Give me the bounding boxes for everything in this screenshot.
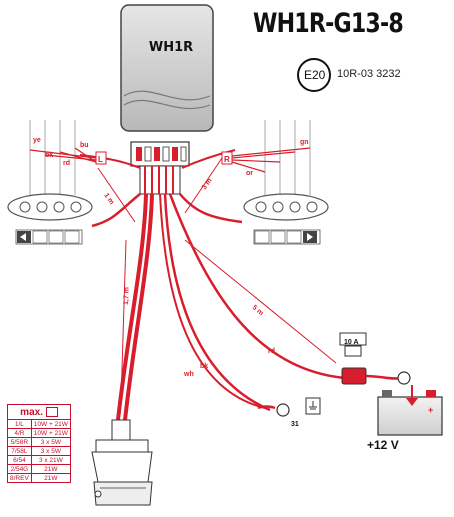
battery: +: [377, 385, 443, 436]
spec-header-cell: max.: [7, 404, 71, 420]
spec-table-header: max.: [7, 404, 71, 420]
fuse-holder: [339, 332, 411, 385]
wire-label-wh: wh: [183, 371, 194, 378]
left-function-icons: [15, 229, 83, 245]
wire-label-rd-battery: rd: [268, 348, 275, 355]
table-cell: 10W + 21W: [30, 428, 71, 438]
table-cell: 3 x 5W: [30, 446, 71, 456]
table-row: 6/54 3 x 21W: [7, 455, 71, 465]
lamp-letter-right: R: [224, 155, 230, 164]
length-label-left: 1 m: [102, 192, 115, 206]
table-cell: 6/54: [7, 455, 32, 465]
left-lamp-wiring: [29, 120, 107, 195]
page-title: WH1R-G13-8: [253, 8, 404, 39]
length-label-socket: 1,7 m: [123, 287, 131, 305]
approval-mark-text: E20: [304, 68, 326, 82]
right-function-icons: [253, 229, 321, 245]
wire-label-ye: ye: [33, 137, 41, 144]
right-lamp-wiring: [221, 120, 311, 195]
lamp-letter-left: L: [98, 155, 103, 164]
table-cell: 3 x 21W: [30, 455, 71, 465]
table-row: 2/54G 21W: [7, 464, 71, 474]
length-label-right: 3 m: [201, 177, 214, 191]
approval-number: 10R-03 3232: [337, 68, 401, 80]
table-cell: 1/L: [7, 419, 32, 429]
table-row: 7/58L 3 x 5W: [7, 446, 71, 456]
table-cell: 21W: [30, 473, 71, 483]
right-lamp-cluster: [243, 193, 329, 221]
table-row: 5/58R 3 x 5W: [7, 437, 71, 447]
battery-voltage: +12 V: [367, 438, 399, 452]
length-label-battery: 5 m: [251, 304, 265, 317]
table-cell: 7/58L: [7, 446, 32, 456]
wire-label-or: or: [246, 170, 253, 177]
left-lamp-cluster: [7, 193, 93, 221]
table-cell: 3 x 5W: [30, 437, 71, 447]
spec-table: max. 1/L 10W + 21W 4/R 10W + 21W 5/58R 3…: [7, 404, 71, 483]
svg-text:+: +: [428, 405, 433, 415]
table-row: 8/REV 21W: [7, 473, 71, 483]
wire-label-bk: bk: [45, 152, 53, 159]
table-cell: 4/R: [7, 428, 32, 438]
table-cell: 5/58R: [7, 437, 32, 447]
wire-label-rd: rd: [63, 160, 70, 167]
fuse-label: 10 A: [344, 339, 359, 346]
ground-terminal: [257, 397, 321, 417]
control-module: [120, 4, 214, 132]
trailer-socket: [91, 419, 153, 506]
wire-label-gn: gn: [300, 139, 309, 146]
table-cell: 10W + 21W: [30, 419, 71, 429]
table-cell: 8/REV: [7, 473, 32, 483]
table-row: 1/L 10W + 21W: [7, 419, 71, 429]
module-label: WH1R: [148, 40, 194, 55]
wire-connector: [130, 141, 190, 195]
wire-harness: [79, 149, 346, 421]
wire-label-bk-ground: bk: [200, 363, 208, 370]
bulb-icon: [45, 406, 58, 417]
table-cell: 21W: [30, 464, 71, 474]
spec-header-label: max.: [20, 406, 43, 418]
wire-label-bu: bu: [80, 142, 89, 149]
table-row: 4/R 10W + 21W: [7, 428, 71, 438]
ground-number: 31: [291, 421, 299, 428]
approval-mark-circle: [297, 58, 331, 92]
dimension-arrows: [97, 157, 337, 403]
table-cell: 2/54G: [7, 464, 32, 474]
